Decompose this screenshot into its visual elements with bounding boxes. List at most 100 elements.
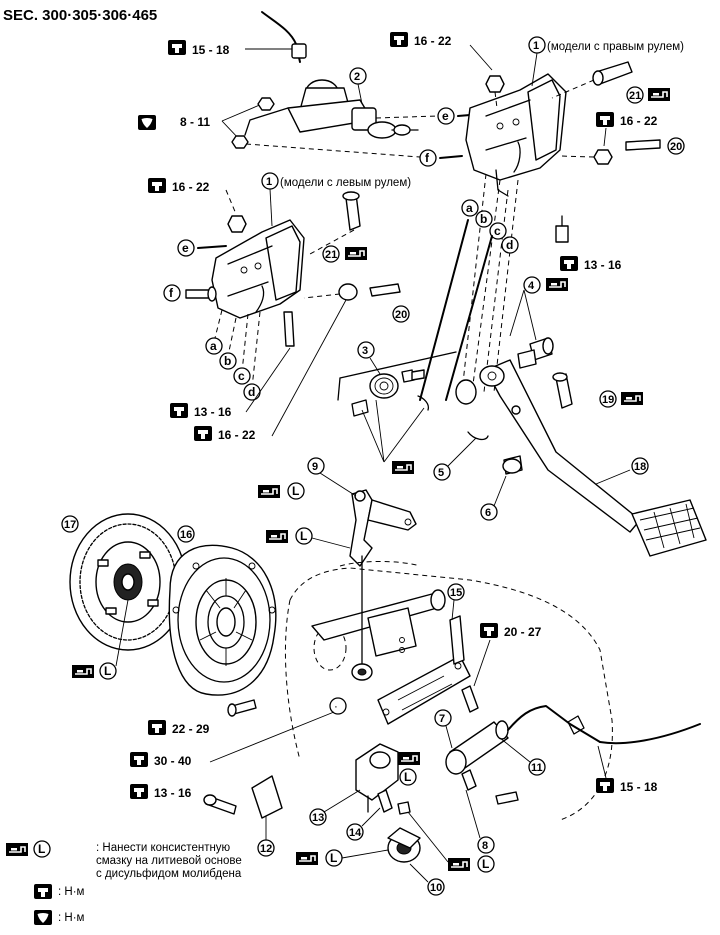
torque-wrench-icon bbox=[560, 256, 578, 271]
torque-wrench-icon bbox=[194, 426, 212, 441]
slave-cylinder bbox=[445, 705, 701, 791]
callout-1-rhd: 1 bbox=[533, 40, 539, 52]
letter-d-lhd: d bbox=[248, 385, 255, 399]
torque-wrench-icon bbox=[480, 623, 498, 638]
letter-L-10: L bbox=[330, 851, 337, 865]
legend-torque-unit: : Н·м bbox=[58, 886, 85, 898]
torque-bracket-top: 16 - 22 bbox=[414, 34, 452, 48]
torque-pipe-slave: 15 - 18 bbox=[620, 780, 658, 794]
letter-e-top: e bbox=[442, 109, 449, 123]
torque-wrench-icon bbox=[130, 784, 148, 799]
letter-d-rhd: d bbox=[506, 238, 513, 252]
torque-wrench-icon bbox=[148, 178, 166, 193]
torque-switch-lhd: 13 - 16 bbox=[194, 405, 232, 419]
release-bearing bbox=[387, 827, 421, 863]
legend-torque-icon bbox=[34, 884, 52, 899]
grease-icon bbox=[391, 460, 415, 475]
callout-11: 11 bbox=[531, 762, 543, 774]
letter-a-rhd: a bbox=[466, 201, 473, 215]
torque-wrench-icon bbox=[170, 403, 188, 418]
callout-6: 6 bbox=[485, 507, 491, 519]
callout-20-lhd: 20 bbox=[395, 309, 407, 321]
clutch-pedal bbox=[419, 219, 707, 557]
callout-9: 9 bbox=[312, 461, 318, 473]
grease-icon bbox=[447, 857, 471, 872]
letter-f-top: f bbox=[425, 151, 430, 165]
letter-c-lhd: c bbox=[238, 369, 245, 383]
withdrawal-lever bbox=[349, 489, 417, 567]
torque-wrench-icon bbox=[596, 778, 614, 793]
grease-icon bbox=[397, 751, 421, 766]
letter-c-rhd: c bbox=[494, 224, 501, 238]
torque-nut-lhd: 16 - 22 bbox=[218, 428, 256, 442]
torque-wrench-icon bbox=[596, 112, 614, 127]
letter-b-rhd: b bbox=[480, 212, 487, 226]
assist-spring bbox=[337, 351, 457, 417]
torque-pivot: 30 - 40 bbox=[154, 754, 192, 768]
legend-letter-L: L bbox=[38, 842, 45, 856]
callout-15: 15 bbox=[450, 587, 462, 599]
callout-21-top: 21 bbox=[629, 90, 641, 102]
withdrawal-fork bbox=[355, 743, 399, 813]
master-cylinder bbox=[244, 11, 419, 139]
torque-master-cyl-pipe: 15 - 18 bbox=[192, 43, 230, 57]
callout-3: 3 bbox=[362, 345, 368, 357]
legend-grease-text: : Нанести консистентную смазку на литиев… bbox=[96, 842, 242, 880]
torque-clip-bolt: 13 - 16 bbox=[154, 786, 192, 800]
torque-wrench-icon bbox=[130, 752, 148, 767]
grease-icon bbox=[257, 484, 281, 499]
callout-13: 13 bbox=[312, 812, 324, 824]
torque-wrench-icon bbox=[168, 40, 186, 55]
letter-b-lhd: b bbox=[224, 354, 231, 368]
clutch-disc bbox=[69, 513, 187, 651]
callout-8: 8 bbox=[482, 840, 488, 852]
letter-e-lhd: e bbox=[182, 241, 189, 255]
note-rhd: (модели с правым рулем) bbox=[547, 41, 684, 53]
letter-L-8: L bbox=[482, 857, 489, 871]
pedal-bracket-lhd bbox=[211, 219, 305, 347]
callout-4: 4 bbox=[528, 280, 535, 292]
slave-cylinder-bracket bbox=[377, 615, 471, 725]
grease-icon bbox=[647, 87, 671, 102]
callout-17: 17 bbox=[64, 519, 76, 531]
callout-1-lhd: 1 bbox=[266, 176, 272, 188]
callout-10: 10 bbox=[430, 882, 442, 894]
torque-bracket-right: 16 - 22 bbox=[620, 114, 658, 128]
letter-L-9b: L bbox=[300, 529, 307, 543]
callout-7: 7 bbox=[439, 713, 445, 725]
callout-18: 18 bbox=[634, 461, 646, 473]
callout-19: 19 bbox=[602, 394, 614, 406]
letter-a-lhd: a bbox=[210, 339, 217, 353]
letter-f-lhd: f bbox=[169, 286, 174, 300]
nut-icon-symbol: · bbox=[334, 701, 338, 713]
grease-icon bbox=[344, 246, 368, 261]
legend-torque-alt-icon bbox=[34, 910, 52, 925]
pedal-bracket-rhd bbox=[465, 73, 567, 197]
legend-grease-icon bbox=[5, 842, 29, 857]
letter-L-9a: L bbox=[292, 484, 299, 498]
torque-master-cyl-nuts: 8 - 11 bbox=[180, 115, 210, 129]
letter-L-13: L bbox=[404, 770, 411, 784]
callout-2: 2 bbox=[354, 71, 360, 83]
legend-torque-unit-alt: : Н·м bbox=[58, 912, 85, 924]
grease-icon bbox=[620, 391, 644, 406]
torque-wrench-icon bbox=[148, 720, 166, 735]
grease-icon bbox=[71, 664, 95, 679]
torque-bracket-lhd: 16 - 22 bbox=[172, 180, 210, 194]
torque-wrench-icon bbox=[390, 32, 408, 47]
callout-5: 5 bbox=[438, 467, 444, 479]
callout-16: 16 bbox=[180, 529, 192, 541]
callout-21-lhd: 21 bbox=[325, 249, 337, 261]
note-lhd: (модели с левым рулем) bbox=[280, 177, 411, 189]
callout-14: 14 bbox=[349, 827, 362, 839]
callout-12: 12 bbox=[260, 843, 272, 855]
torque-switch-right: 13 - 16 bbox=[584, 258, 622, 272]
transmission-case bbox=[284, 555, 613, 821]
letter-L-17: L bbox=[104, 664, 111, 678]
clutch-cover bbox=[168, 544, 277, 696]
callout-20-top: 20 bbox=[670, 141, 682, 153]
torque-wrench-alt-icon bbox=[138, 115, 156, 130]
torque-bracket-bolts: 20 - 27 bbox=[504, 625, 542, 639]
torque-cover-bolts: 22 - 29 bbox=[172, 722, 210, 736]
